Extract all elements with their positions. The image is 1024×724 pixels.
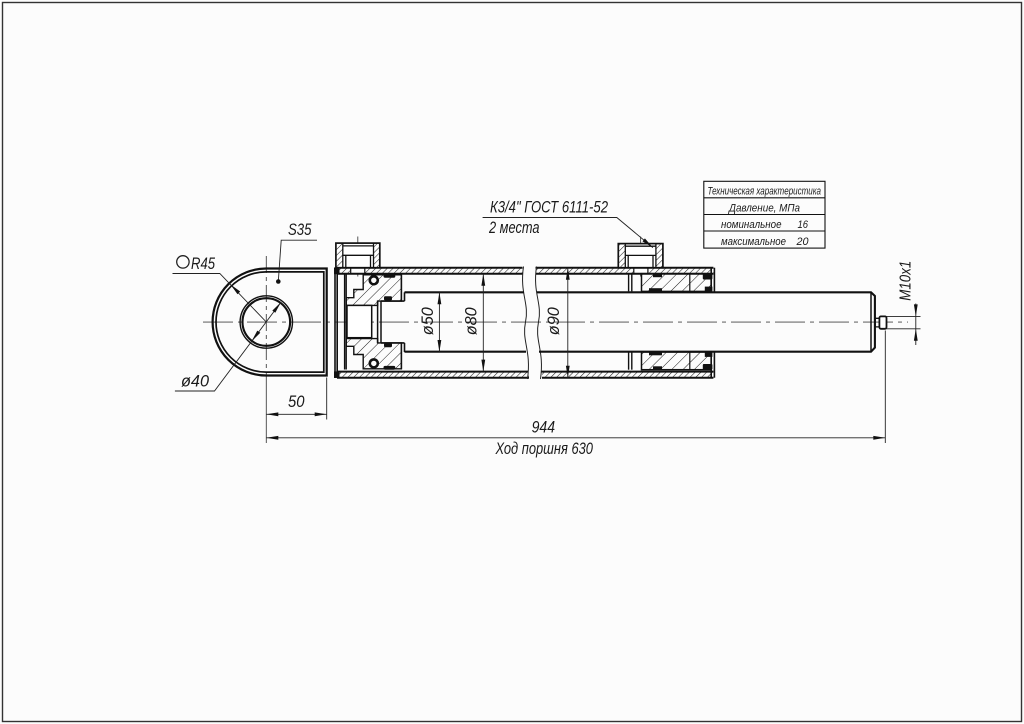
svg-text:S35: S35 — [288, 220, 312, 239]
svg-text:ø40: ø40 — [181, 372, 210, 391]
svg-text:2 места: 2 места — [488, 218, 539, 237]
svg-text:Давление, МПа: Давление, МПа — [727, 202, 800, 214]
svg-text:R45: R45 — [191, 254, 215, 273]
svg-text:Ход поршня 630: Ход поршня 630 — [495, 439, 594, 458]
svg-text:К3/4" ГОСТ 6111-52: К3/4" ГОСТ 6111-52 — [490, 198, 608, 217]
svg-text:944: 944 — [532, 417, 556, 436]
svg-text:номинальное: номинальное — [721, 219, 782, 231]
svg-text:20: 20 — [796, 236, 810, 248]
svg-text:Техническая характеристика: Техническая характеристика — [708, 186, 822, 198]
svg-text:ø80: ø80 — [462, 307, 481, 336]
svg-text:16: 16 — [798, 219, 809, 231]
svg-text:М10х1: М10х1 — [898, 261, 915, 301]
svg-text:максимальное: максимальное — [721, 236, 786, 248]
svg-text:50: 50 — [288, 392, 305, 411]
svg-text:ø50: ø50 — [418, 307, 437, 336]
svg-text:ø90: ø90 — [544, 307, 563, 336]
